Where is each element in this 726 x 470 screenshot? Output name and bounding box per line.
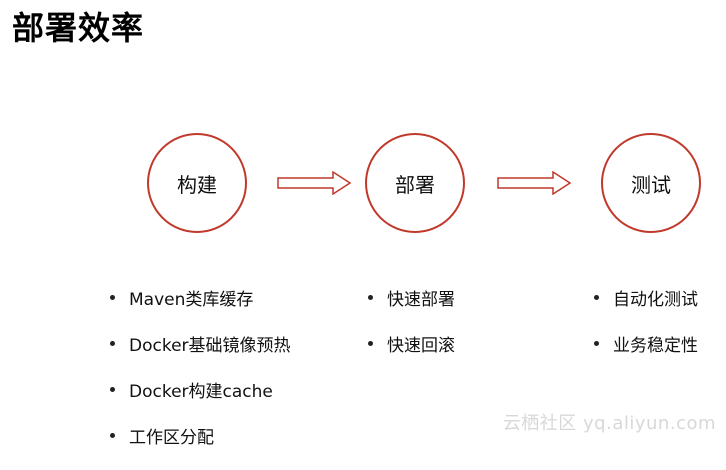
- build-items-list: Maven类库缓存 Docker基础镜像预热 Docker构建cache 工作区…: [110, 286, 291, 470]
- bullet-icon: [110, 294, 115, 300]
- bullet-icon: [110, 432, 115, 438]
- bullet-icon: [110, 340, 115, 346]
- watermark: 云栖社区 yq.aliyun.com: [502, 413, 716, 434]
- stage-deploy-label: 部署: [395, 172, 435, 197]
- list-item: 自动化测试: [594, 286, 698, 310]
- test-items-list: 自动化测试 业务稳定性: [594, 286, 698, 378]
- bullet-icon: [594, 294, 599, 300]
- stage-test-label: 测试: [631, 172, 671, 197]
- slide-title: 部署效率: [12, 9, 145, 47]
- arrow-right-icon: [277, 171, 351, 195]
- list-item: 快速回滚: [368, 332, 455, 356]
- stage-build-label: 构建: [177, 172, 217, 197]
- list-item-text: 工作区分配: [129, 427, 214, 448]
- stage-build: 构建: [147, 133, 247, 233]
- stage-test: 测试: [601, 133, 701, 233]
- list-item-text: 自动化测试: [613, 289, 698, 310]
- bullet-icon: [368, 294, 373, 300]
- list-item: Docker基础镜像预热: [110, 332, 291, 356]
- list-item: 快速部署: [368, 286, 455, 310]
- bullet-icon: [110, 386, 115, 392]
- list-item: 业务稳定性: [594, 332, 698, 356]
- list-item-text: 业务稳定性: [613, 335, 698, 356]
- list-item-text: 快速回滚: [387, 335, 455, 356]
- list-item-text: Docker基础镜像预热: [129, 335, 291, 356]
- deploy-items-list: 快速部署 快速回滚: [368, 286, 455, 378]
- arrow-right-icon: [497, 171, 571, 195]
- bullet-icon: [368, 340, 373, 346]
- list-item: 工作区分配: [110, 424, 291, 448]
- stage-deploy: 部署: [365, 133, 465, 233]
- list-item-text: 快速部署: [387, 289, 455, 310]
- list-item-text: Docker构建cache: [129, 381, 273, 402]
- list-item: Maven类库缓存: [110, 286, 291, 310]
- list-item: Docker构建cache: [110, 378, 291, 402]
- list-item-text: Maven类库缓存: [129, 289, 254, 310]
- bullet-icon: [594, 340, 599, 346]
